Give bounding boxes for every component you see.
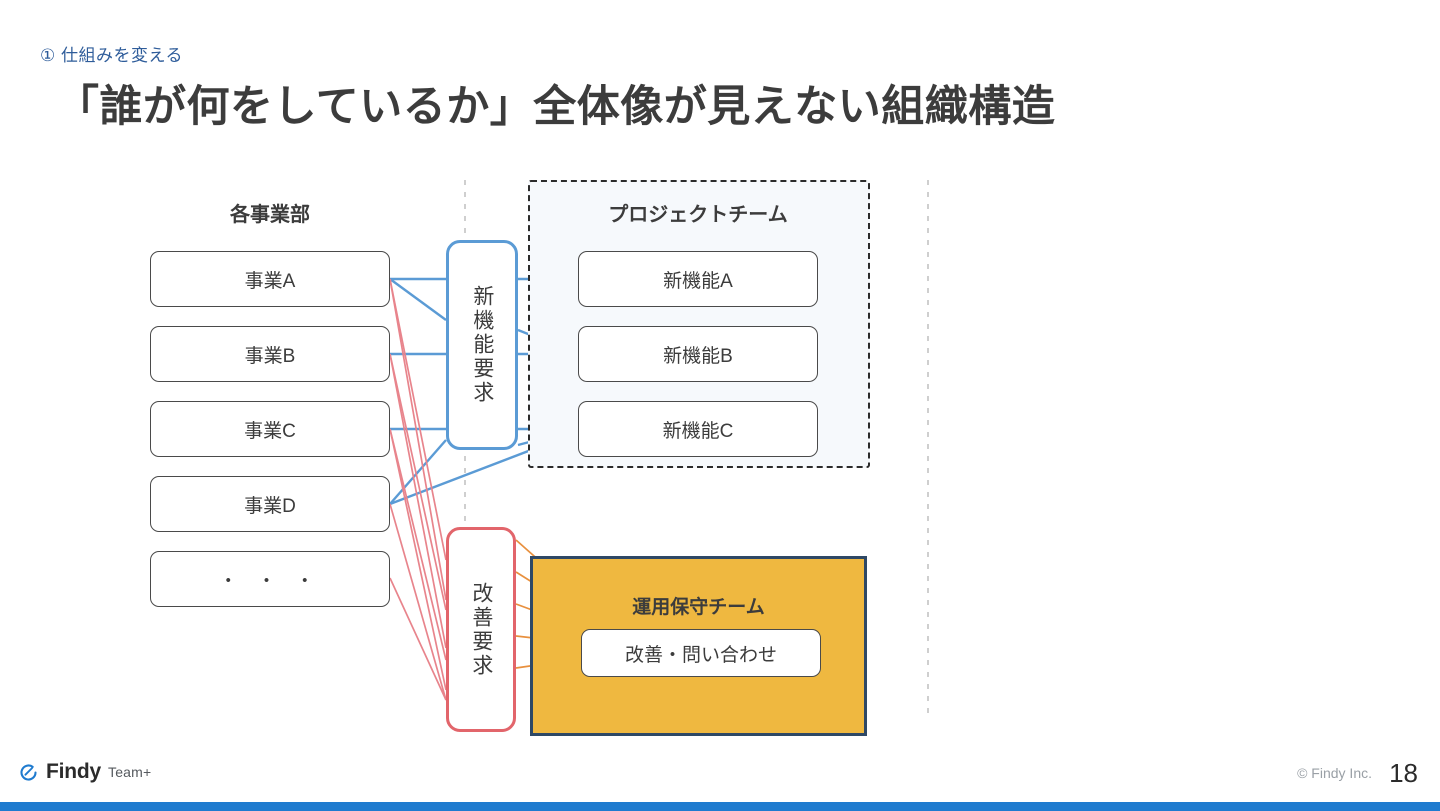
copyright-text: © Findy Inc. xyxy=(1297,765,1372,781)
ops-team-title: 運用保守チーム xyxy=(632,597,765,618)
findy-logo-name: Findy xyxy=(46,760,101,783)
page-title: 「誰が何をしているか」全体像が見えない組織構造 xyxy=(56,83,1056,131)
right-column-heading: プロジェクトチーム xyxy=(608,204,788,226)
ops-inquiry-box[interactable]: 改善・問い合わせ xyxy=(581,629,821,677)
bottom-accent-bar xyxy=(0,802,1440,811)
new-feature-box[interactable]: 新機能A xyxy=(578,251,818,307)
business-unit-box[interactable]: 事業B xyxy=(150,326,390,382)
business-unit-box-ellipsis[interactable]: ・ ・ ・ xyxy=(150,551,390,607)
section-kicker: ① 仕組みを変える xyxy=(40,46,183,65)
new-feature-request-pill[interactable]: 新機能要求 xyxy=(446,240,518,450)
new-feature-box[interactable]: 新機能C xyxy=(578,401,818,457)
red-connectors xyxy=(389,278,447,701)
ops-maintenance-team-box[interactable]: 運用保守チーム 改善・問い合わせ xyxy=(530,556,867,736)
blue-connectors xyxy=(389,277,447,505)
findy-logo: Findy Team+ xyxy=(18,760,151,784)
new-feature-box[interactable]: 新機能B xyxy=(578,326,818,382)
improvement-request-pill[interactable]: 改善要求 xyxy=(446,527,516,732)
findy-mark-icon xyxy=(20,763,37,781)
business-unit-box[interactable]: 事業D xyxy=(150,476,390,532)
business-unit-box[interactable]: 事業C xyxy=(150,401,390,457)
business-unit-box[interactable]: 事業A xyxy=(150,251,390,307)
left-column-heading: 各事業部 xyxy=(230,204,310,226)
page-number: 18 xyxy=(1389,758,1418,788)
findy-logo-suffix: Team+ xyxy=(108,764,152,780)
